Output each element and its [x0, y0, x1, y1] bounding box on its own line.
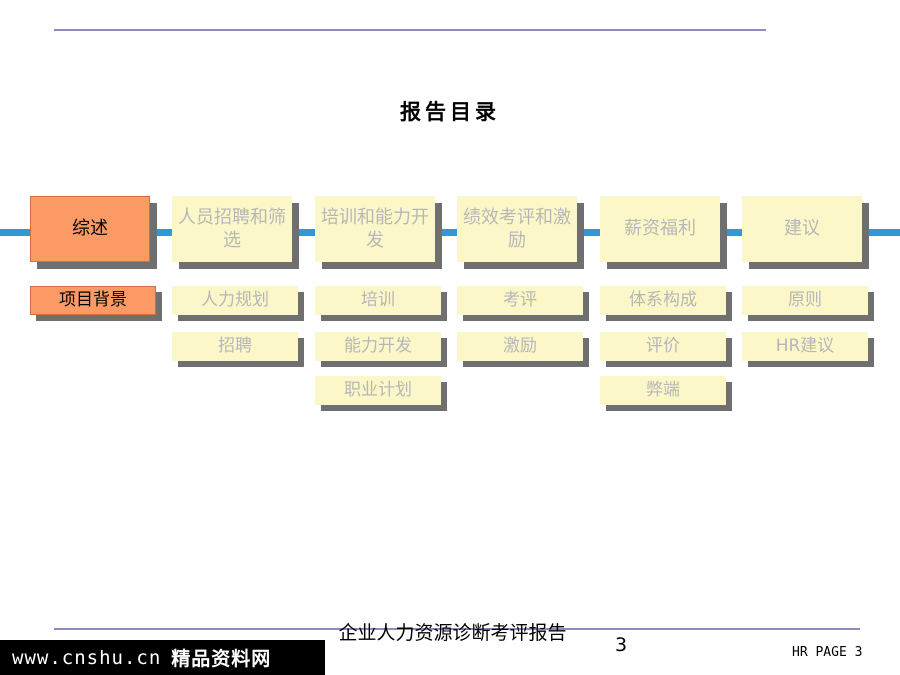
subsection-career-plan[interactable]: 职业计划	[315, 376, 441, 405]
section-recruitment[interactable]: 人员招聘和筛选	[172, 196, 292, 262]
subsection-recruiting[interactable]: 招聘	[172, 332, 298, 361]
section-training[interactable]: 培训和能力开发	[315, 196, 435, 262]
page-title: 报告目录	[400, 100, 500, 124]
page-label: HR PAGE 3	[792, 645, 863, 660]
subsection-drawbacks[interactable]: 弊端	[600, 376, 726, 405]
section-overview[interactable]: 综述	[30, 196, 150, 262]
watermark-banner: www.cnshu.cn 精品资料网	[0, 640, 325, 675]
subsection-project-background[interactable]: 项目背景	[30, 286, 156, 315]
subsection-principles[interactable]: 原则	[742, 286, 868, 315]
report-title: 企业人力资源诊断考评报告	[338, 622, 567, 644]
section-compensation[interactable]: 薪资福利	[600, 196, 720, 262]
subsection-evaluation[interactable]: 评价	[600, 332, 726, 361]
subsection-appraisal[interactable]: 考评	[457, 286, 583, 315]
subsection-hr-recommendations[interactable]: HR建议	[742, 332, 868, 361]
top-divider	[54, 29, 766, 31]
subsection-training[interactable]: 培训	[315, 286, 441, 315]
timeline-bar	[0, 229, 900, 236]
section-recommendations[interactable]: 建议	[742, 196, 862, 262]
watermark-url: www.cnshu.cn	[12, 646, 162, 669]
bottom-divider	[54, 628, 860, 630]
section-performance[interactable]: 绩效考评和激励	[457, 196, 577, 262]
page-number: 3	[615, 634, 628, 656]
subsection-capability-development[interactable]: 能力开发	[315, 332, 441, 361]
watermark-text: 精品资料网	[171, 648, 272, 670]
subsection-hr-planning[interactable]: 人力规划	[172, 286, 298, 315]
subsection-system-structure[interactable]: 体系构成	[600, 286, 726, 315]
subsection-incentive[interactable]: 激励	[457, 332, 583, 361]
